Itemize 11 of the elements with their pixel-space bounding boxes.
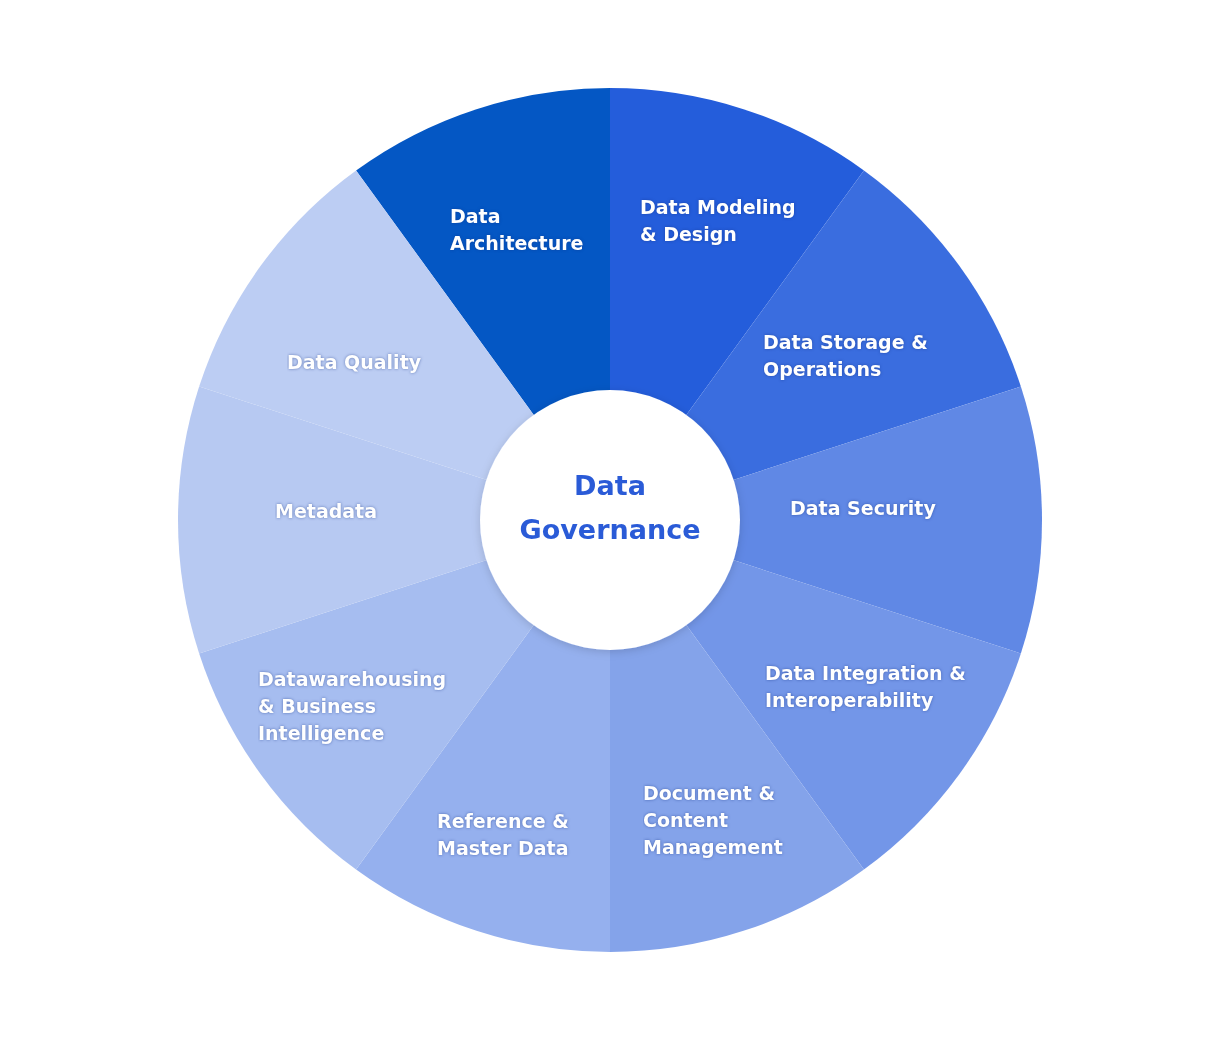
segment-label: Document & Content Management — [643, 781, 784, 860]
segment-label: Data Security — [790, 496, 936, 521]
segment-label: Data Integration & Interoperability — [765, 661, 967, 713]
segment-label: Metadata — [275, 499, 378, 524]
segment-label: Data Modeling & Design — [640, 195, 797, 247]
segment-label: Reference & Master Data — [437, 809, 570, 861]
segment-label: Data Architecture — [450, 204, 585, 256]
center-title: Data Governance — [518, 469, 702, 547]
segment-label: Data Quality — [287, 350, 422, 375]
segment-label: Data Storage & Operations — [763, 330, 929, 382]
segment-label: Datawarehousing & Business Intelligence — [258, 667, 448, 746]
